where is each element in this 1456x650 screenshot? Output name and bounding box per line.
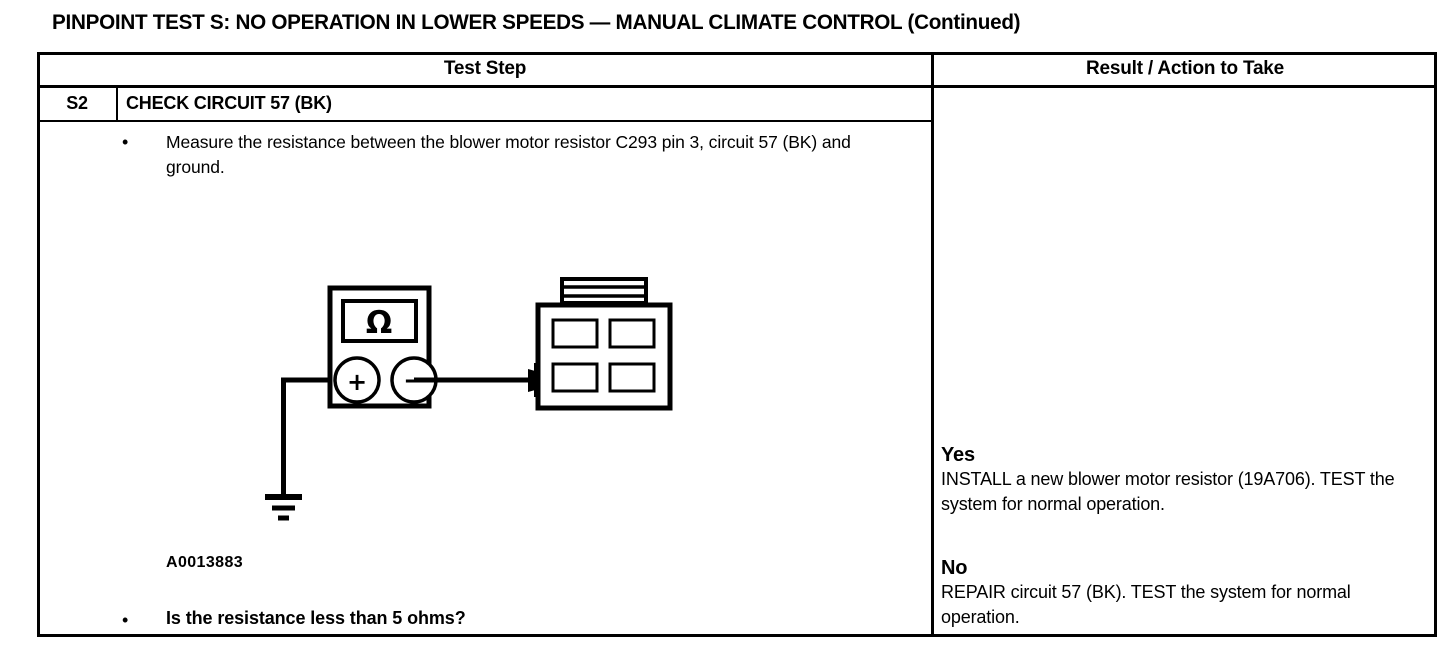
result-yes: Yes INSTALL a new blower motor resistor … — [941, 443, 1433, 516]
connector-locking-tab — [560, 277, 648, 305]
step-code: S2 — [66, 93, 88, 113]
header-row-divider — [37, 85, 1437, 88]
step-code-divider — [116, 86, 118, 121]
connector-cavity-4 — [608, 362, 656, 393]
column-divider — [931, 52, 934, 637]
pinpoint-test-table — [37, 52, 1437, 637]
result-yes-key: Yes — [941, 444, 975, 466]
multimeter-connector-diagram: Ω + − — [265, 277, 673, 521]
result-no-key: No — [941, 557, 968, 579]
question-bullet-marker-icon: • — [122, 610, 129, 630]
ohm-symbol-icon: Ω — [366, 305, 392, 341]
terminal-positive-ring — [333, 356, 381, 404]
test-figure: Ω + − — [250, 275, 700, 535]
page-title: PINPOINT TEST S: NO OPERATION IN LOWER S… — [52, 11, 1021, 34]
instruction-text: Measure the resistance between the blowe… — [166, 132, 851, 177]
bullet-marker-icon: • — [122, 132, 129, 152]
question-text: Is the resistance less than 5 ohms? — [166, 608, 466, 628]
connector-cavity-1 — [551, 318, 599, 349]
connector-cavity-3 — [551, 362, 599, 393]
step-title: CHECK CIRCUIT 57 (BK) — [126, 93, 332, 113]
result-no: No REPAIR circuit 57 (BK). TEST the syst… — [941, 556, 1433, 629]
ground-symbol-icon — [265, 494, 302, 521]
result-no-text: REPAIR circuit 57 (BK). TEST the system … — [941, 582, 1351, 627]
result-yes-text: INSTALL a new blower motor resistor (19A… — [941, 469, 1395, 514]
column-header-result-action: Result / Action to Take — [1085, 58, 1285, 79]
column-header-test-step: Test Step — [443, 58, 527, 79]
multimeter-display-window — [341, 299, 418, 343]
figure-id-label: A0013883 — [166, 554, 244, 571]
terminal-positive-label: + — [347, 368, 367, 396]
connector-cavity-2 — [608, 318, 656, 349]
ground-lead-wire — [281, 377, 336, 497]
step-title-row-divider — [37, 120, 933, 122]
